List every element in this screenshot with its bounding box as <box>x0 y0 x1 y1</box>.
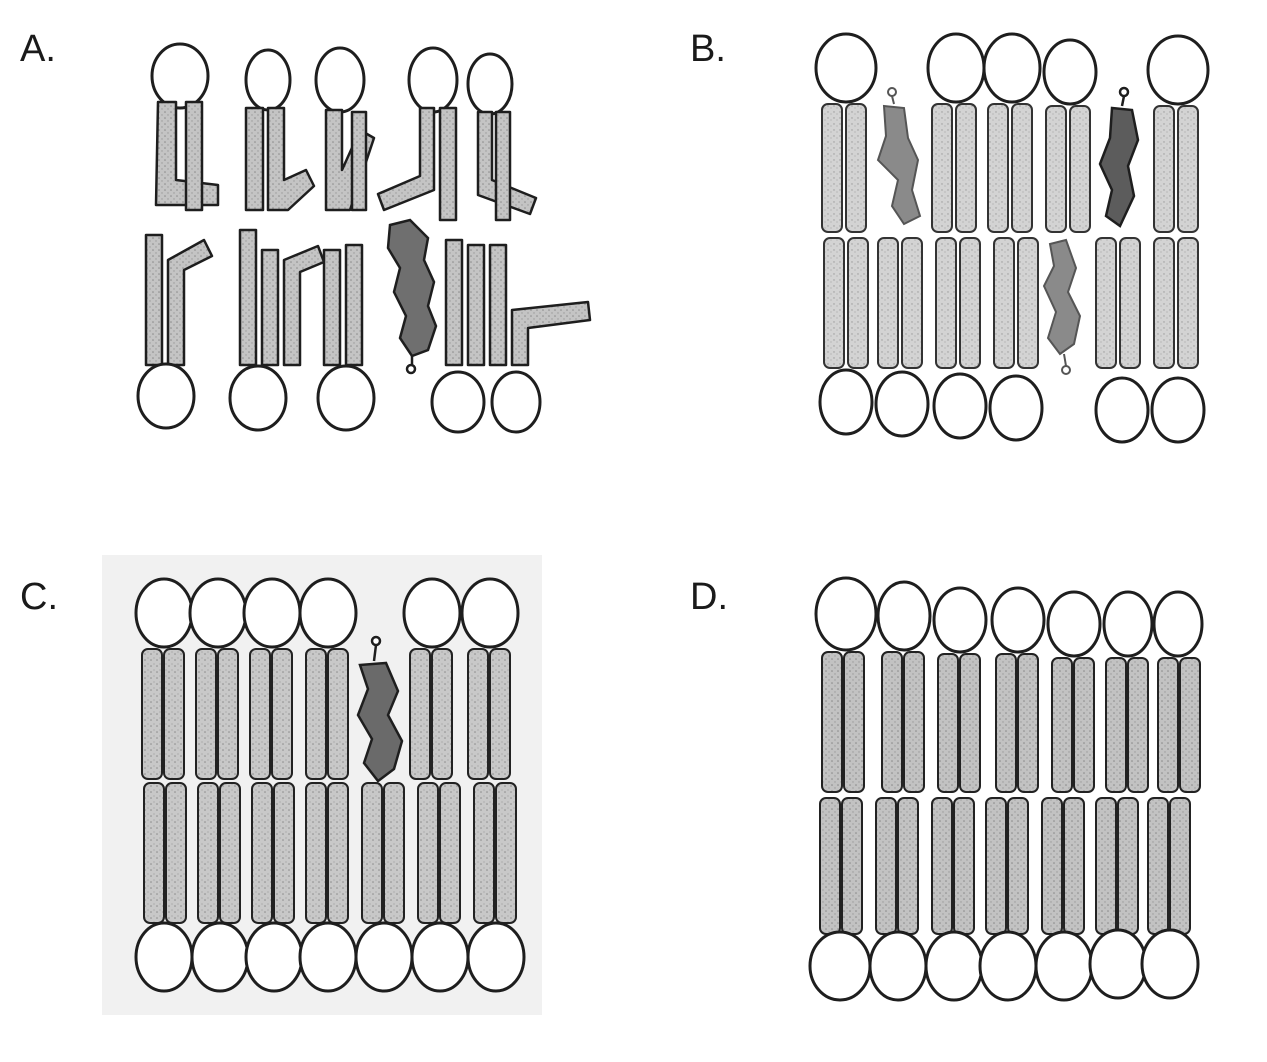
panel-a-top-heads <box>150 42 514 116</box>
panel-c-bilayer-diagram <box>102 555 542 1015</box>
panel-a-top-tails <box>154 100 538 222</box>
panel-b-bottom-heads <box>818 368 1206 444</box>
panel-c-top-heads <box>134 577 520 649</box>
panel-b-bottom-tails <box>823 237 1199 369</box>
panel-a-sterol-icon <box>386 218 438 375</box>
panel-b-sterol-icon <box>1098 86 1140 228</box>
panel-d-bottom-tails <box>819 797 1191 935</box>
panel-a-bottom-tails <box>144 228 592 367</box>
panel-d-bottom-heads <box>808 928 1200 1002</box>
panel-b-bilayer-diagram <box>808 20 1228 450</box>
panel-c-bottom-tails <box>143 782 517 924</box>
panel-b-top-tails <box>821 103 1199 233</box>
panel-a-bottom-heads <box>136 362 542 434</box>
panel-b-sterol-icon <box>1042 238 1082 375</box>
panel-b-label: B. <box>690 28 726 70</box>
panel-b-sterol-icon <box>876 87 922 226</box>
panel-c-bottom-heads <box>134 921 526 993</box>
panel-a-label: A. <box>20 28 56 70</box>
panel-c-sterol-icon <box>356 635 404 783</box>
panel-b-top-heads <box>814 32 1210 106</box>
panel-d-top-tails <box>821 651 1201 793</box>
panel-c-top-tails <box>141 648 511 780</box>
panel-d-label: D. <box>690 576 728 618</box>
panel-c-label: C. <box>20 576 58 618</box>
panel-d-top-heads <box>814 576 1204 658</box>
panel-a-bilayer-diagram <box>128 20 608 440</box>
panel-d-bilayer-diagram <box>800 568 1205 1018</box>
